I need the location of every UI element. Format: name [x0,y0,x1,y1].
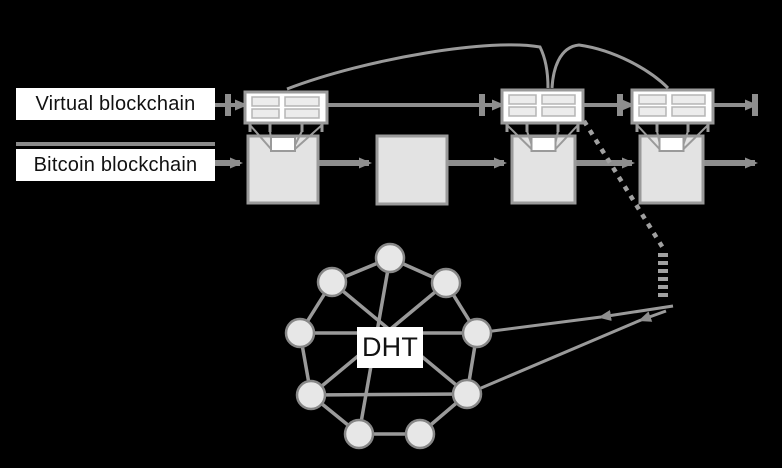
funnel-line [554,124,579,150]
dht-node [461,317,493,349]
hash-pointer-arc [286,43,550,91]
dht-link-line [598,304,674,321]
dht-link-line [638,309,667,322]
virtual-block-record-cell [284,108,320,119]
virtual-chain-tick [479,94,485,116]
virtual-block-record-cell [251,96,280,107]
virtual-chain-tick [752,94,758,116]
bitcoin-block [375,134,449,206]
dht-node [316,266,348,298]
funnel-line [506,124,533,150]
dht-node [430,267,462,299]
virtual-chain-tick [225,94,231,116]
dht-node [451,378,483,410]
virtual-block-record-cell [638,106,667,117]
virtual-block-record-cell [508,94,537,105]
dht-node [343,418,375,450]
funnel-line [294,124,323,150]
bitcoin-block [246,134,320,205]
virtual-chain-tick [617,94,623,116]
dht-label: DHT [357,327,423,368]
funnel-line [636,124,661,150]
dht-edge [310,392,468,397]
virtual-block-record-cell [284,96,320,107]
funnel-line [682,124,709,150]
dht-node [295,379,327,411]
virtual-block-record-cell [671,94,706,105]
virtual-block-record-cell [541,106,576,117]
anchor-notch [530,136,557,152]
dht-link-line [476,315,602,335]
layer-separator-line [16,142,215,146]
anchor-notch [270,136,296,152]
virtual-blockchain-label: Virtual blockchain [16,88,215,120]
dht-node [404,418,436,450]
virtual-block-record-cell [508,106,537,117]
dht-node [374,242,406,274]
dht-node [284,317,316,349]
bitcoin-blockchain-label: Bitcoin blockchain [16,149,215,181]
funnel-line [249,124,272,150]
virtual-block-record-cell [251,108,280,119]
hash-pointer-arc [550,43,670,90]
anchor-notch [658,136,685,152]
dashed-data-hash-link [582,119,665,250]
virtual-block-record-cell [671,106,706,117]
dht-link-line [466,318,642,396]
virtual-block-record-cell [638,94,667,105]
virtual-block-record-cell [541,94,576,105]
